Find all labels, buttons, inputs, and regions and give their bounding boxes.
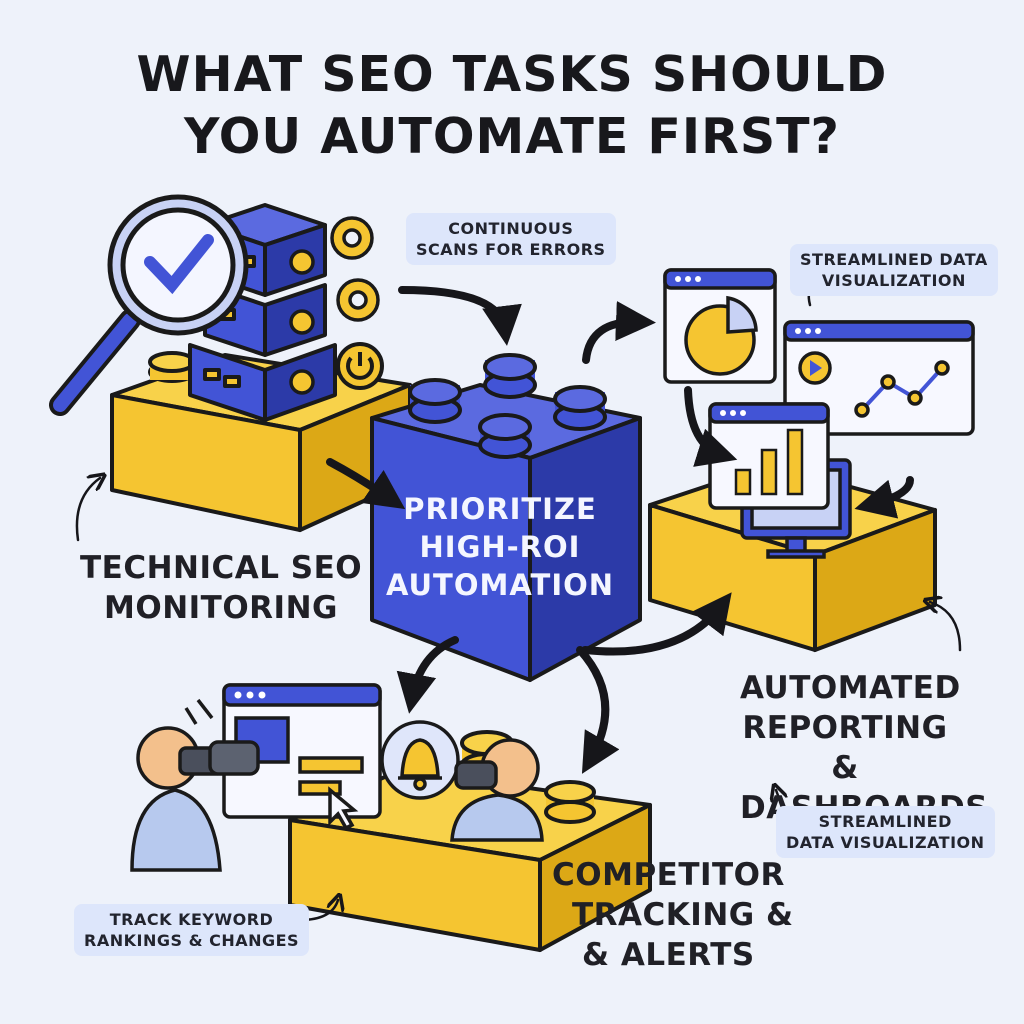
technical-note-line-2: SCANS FOR ERRORS [416, 240, 606, 259]
page-title-line-2: YOU AUTOMATE FIRST? [184, 108, 840, 165]
line-chart-window [783, 320, 975, 436]
technical-seo-line-1: TECHNICAL SEO [80, 550, 363, 586]
cursor-icon [328, 786, 359, 831]
reporting-bottom-note-chip: STREAMLINED DATA VISUALIZATION [776, 806, 995, 858]
competitor-note-line-2: RANKINGS & CHANGES [84, 931, 300, 950]
bell-icon [380, 720, 460, 800]
binoculars-icon [178, 740, 260, 776]
power-icon [336, 342, 384, 390]
page-title-line-1: WHAT SEO TASKS SHOULD [136, 46, 888, 103]
competitor-line-1: COMPETITOR [552, 857, 785, 893]
play-icon [798, 351, 832, 385]
pie-chart-window [663, 268, 777, 384]
magnifier-check-icon [49, 194, 249, 416]
person-right [450, 738, 544, 842]
competitor-note-line-1: TRACK KEYWORD [109, 910, 274, 929]
bar-chart-window [708, 402, 830, 510]
technical-seo-line-2: MONITORING [104, 590, 338, 626]
competitor-label: COMPETITOR TRACKING & & ALERTS [552, 855, 794, 975]
technical-note-chip: CONTINUOUS SCANS FOR ERRORS [406, 213, 616, 265]
reporting-line-1: AUTOMATED [740, 670, 961, 706]
connector-arrows [326, 286, 914, 774]
center-label-line-1: PRIORITIZE [403, 492, 597, 526]
central-lego-block [370, 353, 642, 682]
center-label-line-3: AUTOMATION [385, 568, 615, 602]
bar-chart-icon [734, 428, 804, 496]
person-left [130, 698, 260, 872]
competitor-line-2: TRACKING & [572, 897, 794, 933]
technical-seo-label: TECHNICAL SEO MONITORING [80, 548, 362, 628]
reporting-top-note-line-1: STREAMLINED DATA [800, 250, 988, 269]
reporting-bottom-note-line-1: STREAMLINED [818, 812, 952, 831]
reporting-top-note-line-2: VISUALIZATION [821, 271, 966, 290]
pie-chart-icon [684, 295, 758, 376]
technical-note-line-1: CONTINUOUS [448, 219, 574, 238]
line-chart-icon [854, 360, 950, 418]
center-label: PRIORITIZE HIGH-ROI AUTOMATION [380, 490, 620, 604]
center-label-line-2: HIGH-ROI [419, 530, 581, 564]
browser-window [222, 683, 382, 831]
competitor-line-3: & ALERTS [582, 937, 755, 973]
reporting-top-note-chip: STREAMLINED DATA VISUALIZATION [790, 244, 998, 296]
reporting-line-2: REPORTING & [742, 710, 948, 786]
reporting-bottom-note-line-2: DATA VISUALIZATION [786, 833, 985, 852]
reporting-label: AUTOMATED REPORTING & DASHBOARDS [740, 668, 988, 828]
competitor-note-chip: TRACK KEYWORD RANKINGS & CHANGES [74, 904, 310, 956]
gear-icon [289, 216, 380, 395]
